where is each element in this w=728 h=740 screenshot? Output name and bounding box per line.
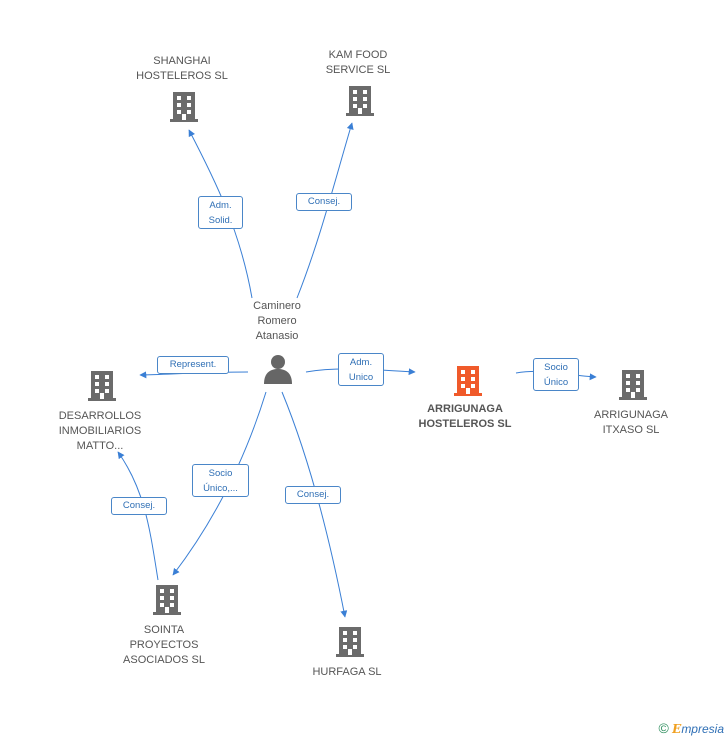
- person-label[interactable]: Caminero Romero Atanasio: [253, 300, 301, 342]
- building-icon-shanghai[interactable]: [170, 92, 198, 122]
- building-icon-hurfaga[interactable]: [336, 627, 364, 657]
- empresia-logo: © Empresia: [658, 720, 724, 736]
- relation-label-shanghai: Adm. Solid.: [198, 196, 243, 229]
- building-icon-main[interactable]: [454, 366, 482, 396]
- company-label-itxaso[interactable]: ARRIGUNAGA ITXASO SL: [594, 409, 668, 436]
- edge-desarrollos: [117, 451, 159, 581]
- building-icon-kam[interactable]: [346, 86, 374, 116]
- building-icon-itxaso[interactable]: [619, 370, 647, 400]
- brand-name: mpresia: [681, 722, 724, 736]
- relation-label-sointa: Socio Único,...: [192, 464, 249, 497]
- relation-label-itxaso: Socio Único: [533, 358, 579, 391]
- company-label-sointa[interactable]: SOINTA PROYECTOS ASOCIADOS SL: [123, 624, 205, 666]
- building-icon-desarrollos[interactable]: [88, 371, 116, 401]
- relation-label-desarrollos: Consej.: [111, 497, 167, 515]
- company-label-kam[interactable]: KAM FOOD SERVICE SL: [325, 49, 391, 76]
- company-label-desarrollos[interactable]: DESARROLLOS INMOBILIARIOS MATTO...: [58, 410, 142, 452]
- company-label-hurfaga[interactable]: HURFAGA SL: [312, 666, 382, 678]
- copyright-icon: ©: [658, 720, 669, 736]
- relation-label-kam: Consej.: [296, 193, 352, 211]
- relation-label-hurfaga: Consej.: [285, 486, 341, 504]
- person-icon[interactable]: [264, 355, 292, 384]
- company-label-shanghai[interactable]: SHANGHAI HOSTELEROS SL: [136, 55, 228, 82]
- brand-initial: E: [672, 722, 682, 736]
- relation-label-main: Adm. Unico: [338, 353, 384, 386]
- building-icon-sointa[interactable]: [153, 585, 181, 615]
- company-label-main[interactable]: ARRIGUNAGA HOSTELEROS SL: [418, 403, 512, 430]
- relation-label-represent: Represent.: [157, 356, 229, 374]
- edge-hurfaga: [281, 391, 348, 618]
